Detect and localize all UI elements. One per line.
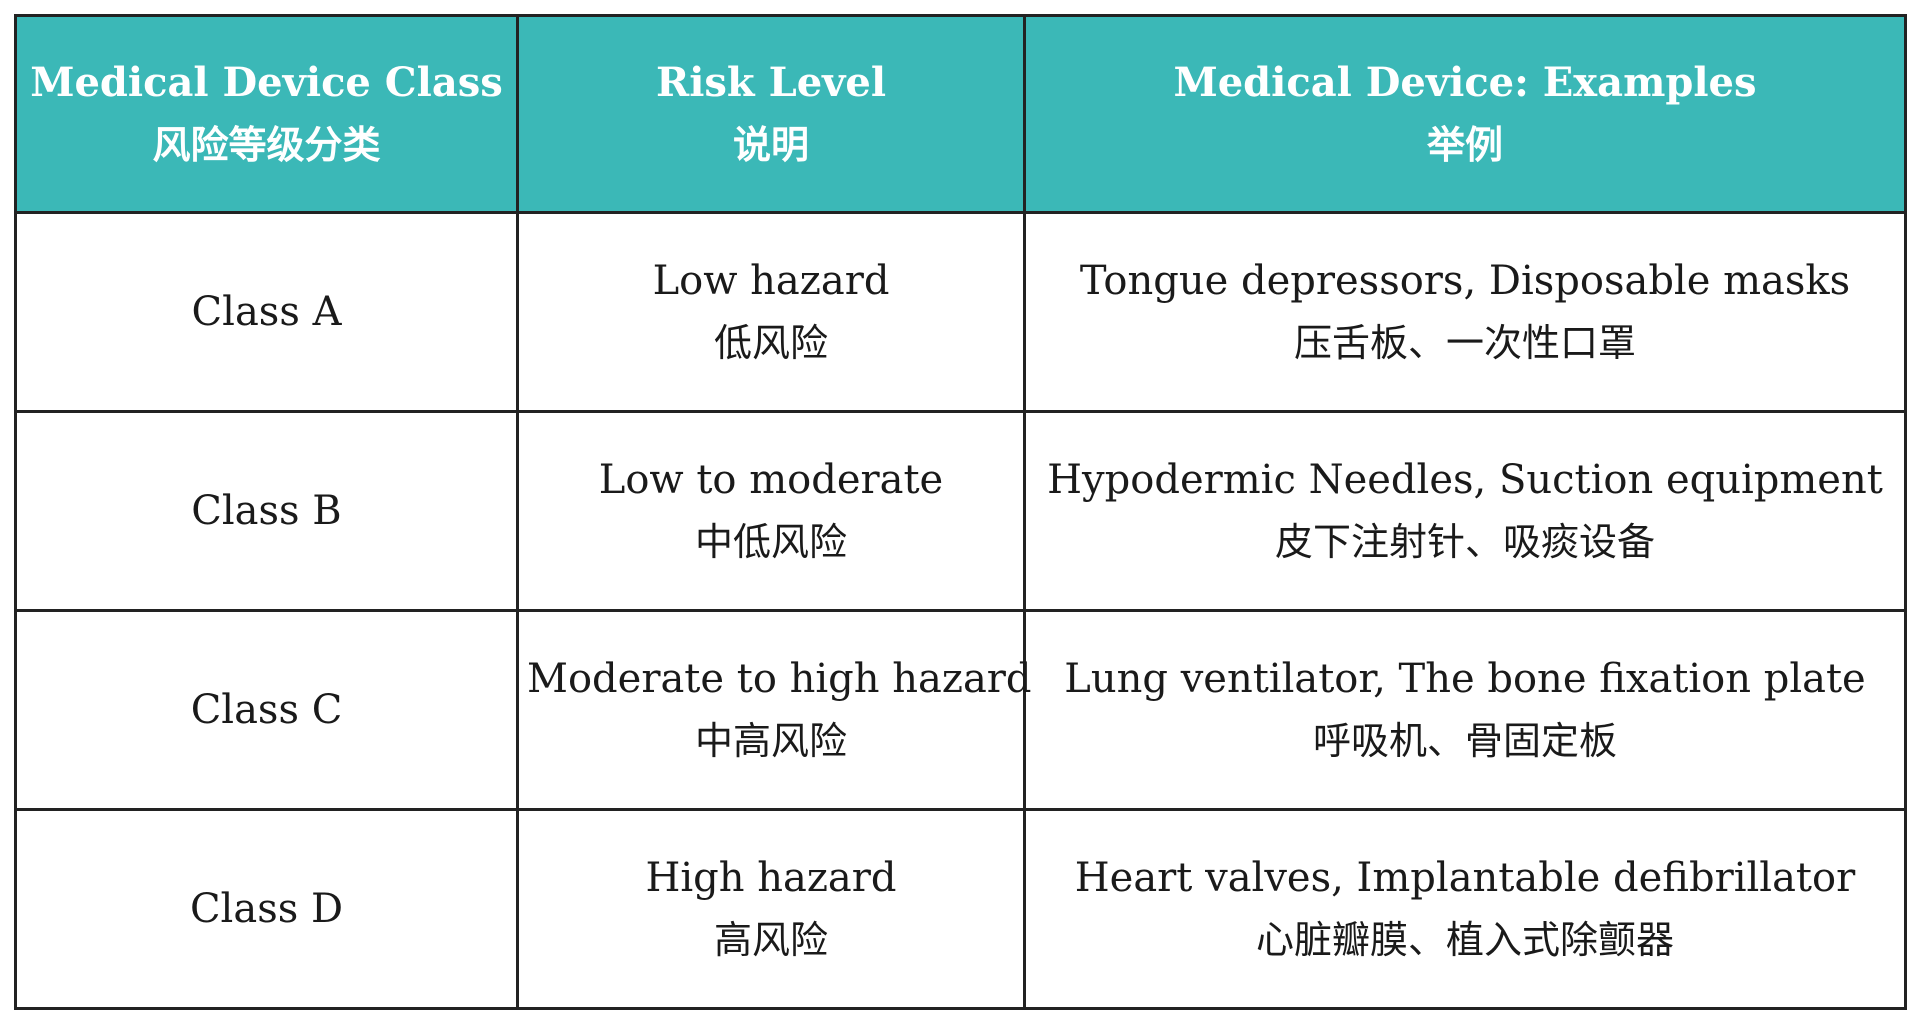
medical-device-class-table: Medical Device Class 风险等级分类 Risk Level 说… — [14, 14, 1907, 1010]
examples-en: Lung ventilator, The bone fixation plate — [1064, 656, 1866, 702]
risk-en: Low hazard — [652, 258, 890, 304]
risk-en: Low to moderate — [598, 457, 944, 503]
risk-cell: Moderate to high hazard 中高风险 — [516, 609, 1032, 811]
classification-table: Medical Device Class 风险等级分类 Risk Level 说… — [14, 14, 1907, 1010]
examples-cell: Tongue depressors, Disposable masks 压舌板、… — [1023, 211, 1907, 413]
table-row: Class C Moderate to high hazard 中高风险 Lun… — [14, 609, 1907, 811]
examples-cell: Lung ventilator, The bone fixation plate… — [1023, 609, 1907, 811]
risk-en: Moderate to high hazard — [527, 656, 1032, 702]
risk-cell: Low hazard 低风险 — [516, 211, 1026, 413]
header-examples: Medical Device: Examples 举例 — [1023, 14, 1907, 214]
class-cell: Class C — [14, 609, 519, 811]
header-device-class-en: Medical Device Class — [30, 59, 503, 106]
header-risk-level-zh: 说明 — [732, 123, 809, 167]
risk-cell: High hazard 高风险 — [516, 808, 1026, 1010]
header-row: Medical Device Class 风险等级分类 Risk Level 说… — [14, 14, 1907, 214]
risk-zh: 低风险 — [713, 321, 828, 365]
examples-cell: Heart valves, Implantable defibrillator … — [1023, 808, 1907, 1010]
risk-zh: 中高风险 — [694, 719, 847, 763]
risk-cell: Low to moderate 中低风险 — [516, 410, 1026, 612]
risk-zh: 高风险 — [713, 918, 828, 962]
class-label: Class D — [189, 886, 344, 932]
header-examples-en: Medical Device: Examples — [1173, 59, 1757, 106]
examples-zh: 心脏瓣膜、植入式除颤器 — [1255, 918, 1674, 962]
header-device-class-zh: 风险等级分类 — [152, 123, 381, 167]
table-row: Class D High hazard 高风险 Heart valves, Im… — [14, 808, 1907, 1010]
examples-zh: 压舌板、一次性口罩 — [1293, 321, 1636, 365]
class-cell: Class B — [14, 410, 519, 612]
header-device-class: Medical Device Class 风险等级分类 — [14, 14, 519, 214]
class-label: Class A — [191, 289, 342, 335]
examples-zh: 皮下注射针、吸痰设备 — [1274, 520, 1655, 564]
table-row: Class A Low hazard 低风险 Tongue depressors… — [14, 211, 1907, 413]
risk-zh: 中低风险 — [694, 520, 847, 564]
examples-en: Tongue depressors, Disposable masks — [1079, 258, 1851, 304]
class-label: Class B — [191, 488, 342, 534]
header-risk-level: Risk Level 说明 — [516, 14, 1026, 214]
examples-zh: 呼吸机、骨固定板 — [1312, 719, 1617, 763]
class-label: Class C — [190, 687, 343, 733]
header-risk-level-en: Risk Level — [655, 59, 887, 106]
risk-en: High hazard — [645, 855, 897, 901]
class-cell: Class D — [14, 808, 519, 1010]
table-row: Class B Low to moderate 中低风险 Hypodermic … — [14, 410, 1907, 612]
class-cell: Class A — [14, 211, 519, 413]
examples-en: Hypodermic Needles, Suction equipment — [1047, 457, 1883, 503]
examples-en: Heart valves, Implantable defibrillator — [1074, 855, 1856, 901]
examples-cell: Hypodermic Needles, Suction equipment 皮下… — [1023, 410, 1907, 612]
header-examples-zh: 举例 — [1426, 123, 1503, 167]
